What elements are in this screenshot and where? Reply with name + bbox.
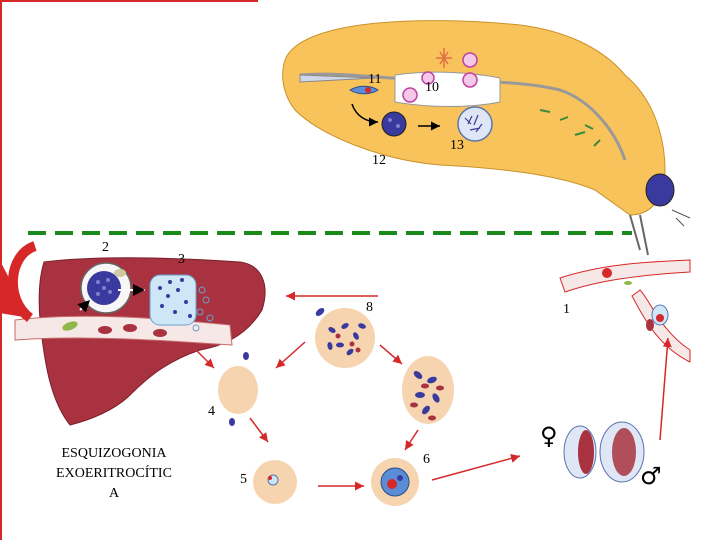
mosquito-illustration [282, 20, 691, 256]
oocyst [381, 111, 407, 137]
stage-label-6: 6 [423, 452, 430, 467]
stage-label-5: 5 [240, 472, 247, 487]
blood-stage-cells [218, 308, 454, 506]
mosquito-head [645, 173, 675, 207]
cycle-arrows [195, 291, 672, 491]
stage-label-11: 11 [368, 72, 382, 87]
stage-label-13: 13 [450, 138, 464, 153]
stage-label-3: 3 [178, 252, 185, 267]
frame-top-border [0, 0, 258, 2]
caption-line-1: ESQUIZOGONIA [61, 446, 167, 461]
caption-line-2: EXOERITROCÍTIC [56, 466, 172, 481]
stage-label-10: 10 [425, 80, 439, 95]
skin-capillary [559, 259, 691, 363]
gamete-cells [402, 48, 478, 103]
stage-label-12: 12 [372, 153, 386, 168]
infected-hepatocyte [80, 262, 132, 314]
male-symbol: ♂ [640, 462, 662, 490]
ookinete [349, 85, 379, 95]
gametocytes [563, 421, 645, 483]
stage-label-2: 2 [102, 240, 109, 255]
salivary-sporozoites [539, 109, 601, 147]
midgut-lumen [299, 74, 376, 83]
caption-line-3: A [108, 486, 120, 501]
mature-oocyst [457, 106, 493, 142]
stage-label-8: 8 [366, 300, 373, 315]
stage-label-4: 4 [208, 404, 215, 419]
liver-entry-arrow [0, 241, 38, 323]
rupturing-schizont [149, 274, 214, 332]
stage-label-1: 1 [563, 302, 570, 317]
proboscis [629, 214, 649, 256]
arrow-ookinete-to-oocyst [351, 103, 379, 127]
female-symbol: ♀ [540, 422, 558, 450]
exoerythrocytic-schizogony-caption: ESQUIZOGONIA EXOERITROCÍTIC A [24, 444, 204, 504]
